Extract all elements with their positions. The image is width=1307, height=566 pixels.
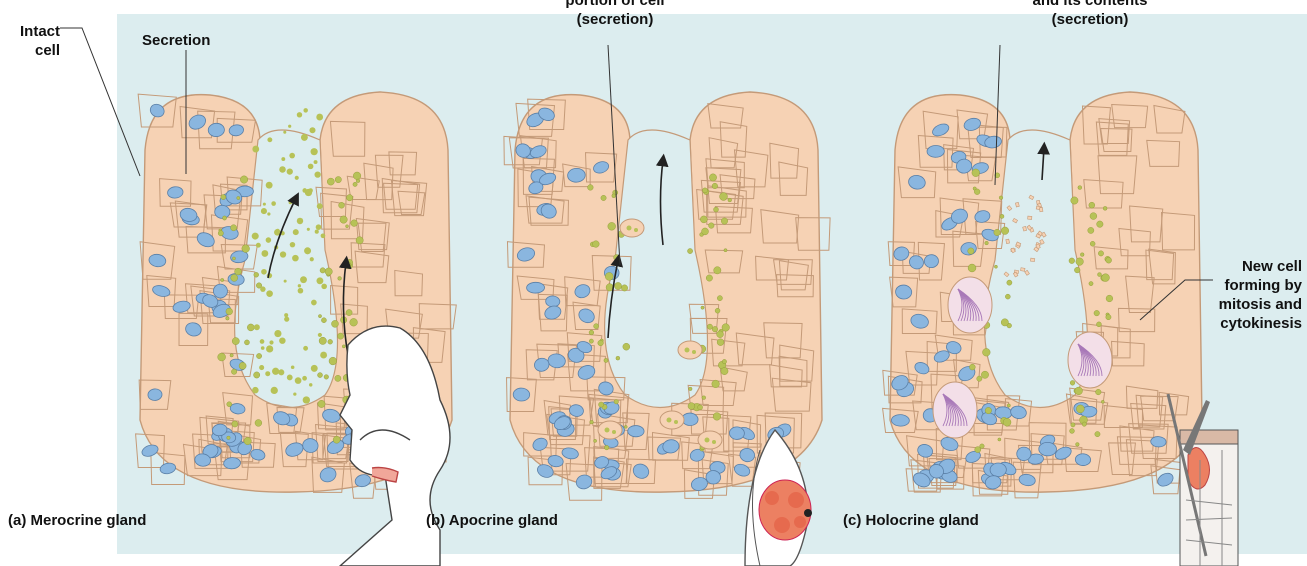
merocrine-gland-caption: (a) Merocrine gland bbox=[8, 511, 146, 530]
holocrine-secretion-label: and its contents(secretion) bbox=[985, 0, 1195, 29]
holocrine-gland-caption: (c) Holocrine gland bbox=[843, 511, 979, 530]
apocrine-gland-caption: (b) Apocrine gland bbox=[426, 511, 558, 530]
apocrine-secretion-label: portion of cell(secretion) bbox=[520, 0, 710, 29]
holocrine-gland bbox=[883, 92, 1202, 498]
secretion-label: Secretion bbox=[142, 31, 210, 50]
